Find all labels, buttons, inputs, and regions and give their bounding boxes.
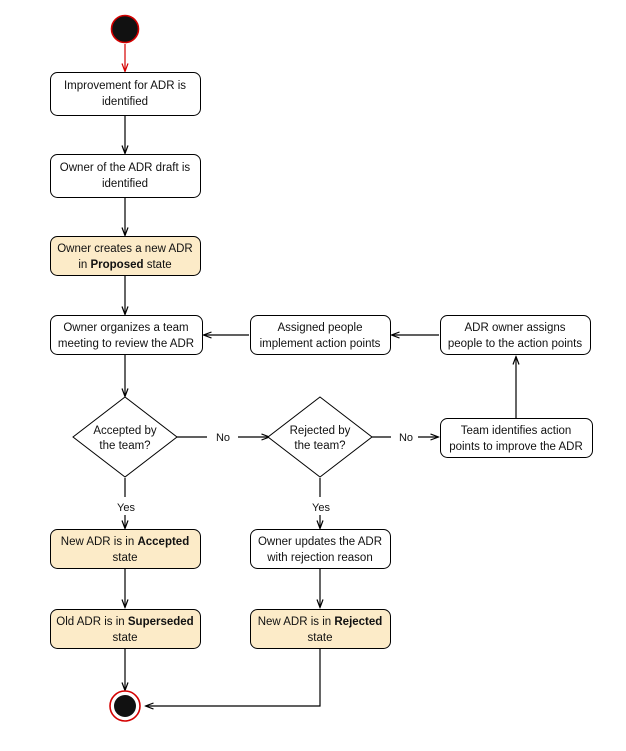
node-new-adr-accepted-shape[interactable]: [50, 529, 201, 569]
edge-rejected-to-end: [146, 649, 321, 706]
decision-rejected-by-team[interactable]: Rejected by the team?: [267, 396, 373, 478]
node-create-proposed-line1: Owner creates a new ADR: [57, 243, 193, 255]
node-old-adr-superseded-line1: Old ADR is in Superseded: [56, 616, 193, 628]
node-assigned-people-implement-shape[interactable]: [250, 315, 391, 355]
edge-label-accepted-no: No: [216, 432, 230, 444]
node-old-adr-superseded-state-keyword: Superseded: [128, 616, 194, 628]
node-assigned-people-implement-line1: Assigned people: [277, 322, 362, 334]
node-owner-organizes-meeting-line2: meeting to review the ADR: [58, 338, 194, 350]
node-new-adr-rejected-shape[interactable]: [250, 609, 391, 649]
node-create-proposed-line2: in Proposed state: [78, 259, 171, 271]
node-owner-identified-shape[interactable]: [50, 154, 201, 198]
node-owner-organizes-meeting-shape[interactable]: [50, 315, 203, 355]
node-old-adr-superseded-line1-pre: Old ADR is in: [56, 616, 128, 628]
edge-label-rejected-no-backing: [394, 430, 418, 444]
decision-accepted-by-team-line1: Accepted by: [93, 425, 157, 437]
node-assigned-people-implement[interactable]: Assigned people implement action points: [250, 315, 391, 355]
node-owner-identified-line1: Owner of the ADR draft is: [60, 162, 191, 174]
decision-rejected-by-team-shape[interactable]: [267, 396, 373, 478]
node-new-adr-accepted-line1-pre: New ADR is in: [61, 536, 138, 548]
node-new-adr-rejected-state-keyword: Rejected: [334, 616, 382, 628]
node-owner-identified[interactable]: Owner of the ADR draft is identified: [50, 154, 201, 198]
node-owner-organizes-meeting[interactable]: Owner organizes a team meeting to review…: [50, 315, 203, 355]
node-improvement-identified-line1: Improvement for ADR is: [64, 80, 186, 92]
edge-label-rejected-no: No: [399, 432, 413, 444]
node-create-proposed[interactable]: Owner creates a new ADR in Proposed stat…: [50, 236, 201, 276]
node-owner-updates-rejection[interactable]: Owner updates the ADR with rejection rea…: [250, 529, 391, 569]
node-team-identifies-action-points-line2: points to improve the ADR: [449, 441, 583, 453]
node-create-proposed-shape[interactable]: [50, 236, 201, 276]
decision-rejected-by-team-line1: Rejected by: [290, 425, 351, 437]
node-improvement-identified-line2: identified: [102, 96, 148, 108]
node-adr-owner-assigns-people-line1: ADR owner assigns: [465, 322, 566, 334]
node-owner-identified-line2: identified: [102, 178, 148, 190]
decision-accepted-by-team[interactable]: Accepted by the team?: [72, 396, 178, 478]
node-create-proposed-line2-pre: in: [78, 259, 90, 271]
decision-accepted-by-team-shape[interactable]: [72, 396, 178, 478]
node-adr-owner-assigns-people-shape[interactable]: [440, 315, 591, 355]
node-owner-updates-rejection-line1: Owner updates the ADR: [258, 536, 382, 548]
edge-label-rejected-yes-backing: [308, 500, 334, 514]
node-adr-owner-assigns-people-line2: people to the action points: [448, 338, 583, 350]
node-improvement-identified-shape[interactable]: [50, 72, 201, 116]
node-new-adr-accepted-state-keyword: Accepted: [137, 536, 189, 548]
node-improvement-identified[interactable]: Improvement for ADR is identified: [50, 72, 201, 116]
edge-label-rejected-yes: Yes: [312, 502, 330, 514]
node-owner-updates-rejection-shape[interactable]: [250, 529, 391, 569]
end-node[interactable]: [109, 690, 141, 722]
node-team-identifies-action-points[interactable]: Team identifies action points to improve…: [440, 418, 593, 458]
edge-label-accepted-yes: Yes: [117, 502, 135, 514]
node-new-adr-rejected-line2: state: [308, 632, 333, 644]
node-team-identifies-action-points-line1: Team identifies action: [461, 425, 572, 437]
node-owner-updates-rejection-line2: with rejection reason: [266, 552, 372, 564]
node-old-adr-superseded-shape[interactable]: [50, 609, 201, 649]
node-assigned-people-implement-line2: implement action points: [260, 338, 381, 350]
node-old-adr-superseded[interactable]: Old ADR is in Superseded state: [50, 609, 201, 649]
node-create-proposed-line2-post: state: [144, 259, 172, 271]
node-team-identifies-action-points-shape[interactable]: [440, 418, 593, 458]
node-new-adr-rejected[interactable]: New ADR is in Rejected state: [250, 609, 391, 649]
edge-label-accepted-yes-backing: [113, 500, 139, 514]
decision-rejected-by-team-line2: the team?: [294, 440, 345, 452]
node-new-adr-accepted[interactable]: New ADR is in Accepted state: [50, 529, 201, 569]
start-node[interactable]: [110, 14, 140, 44]
decision-accepted-by-team-line2: the team?: [99, 440, 150, 452]
node-old-adr-superseded-line2: state: [113, 632, 138, 644]
node-new-adr-accepted-line2: state: [113, 552, 138, 564]
edge-label-accepted-no-backing: [211, 430, 235, 444]
node-create-proposed-state-keyword: Proposed: [90, 259, 143, 271]
node-new-adr-rejected-line1-pre: New ADR is in: [258, 616, 335, 628]
node-adr-owner-assigns-people[interactable]: ADR owner assigns people to the action p…: [440, 315, 591, 355]
node-new-adr-rejected-line1: New ADR is in Rejected: [258, 616, 383, 628]
node-new-adr-accepted-line1: New ADR is in Accepted: [61, 536, 189, 548]
node-owner-organizes-meeting-line1: Owner organizes a team: [63, 322, 188, 334]
